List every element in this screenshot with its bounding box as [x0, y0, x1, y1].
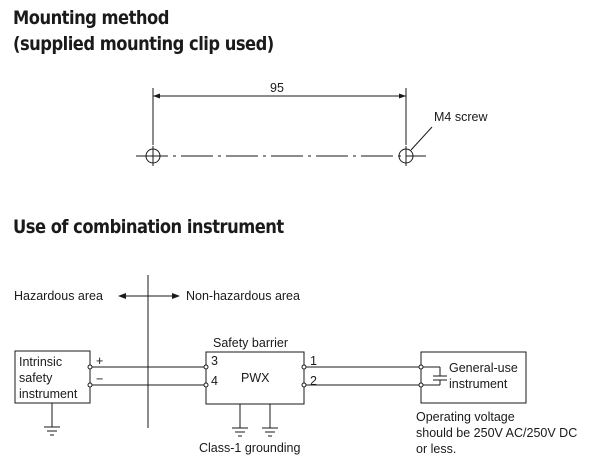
mounting-dimension-drawing: [136, 88, 433, 166]
terminal-3-label: 3: [211, 354, 218, 368]
general-terminal-2: [418, 382, 424, 388]
mounting-clip-subtitle: (supplied mounting clip used): [13, 33, 274, 55]
general-use-label-line1: General-use: [449, 361, 518, 375]
screw-label: M4 screw: [434, 110, 488, 124]
operating-voltage-line1: Operating voltage: [416, 410, 515, 424]
instrument-terminal-plus: [87, 364, 93, 370]
instrument-label-line2: safety: [19, 371, 53, 385]
safety-barrier-label: Safety barrier: [213, 336, 289, 350]
hazardous-area-label: Hazardous area: [14, 289, 103, 303]
hazardous-arrow: [118, 293, 126, 299]
instrument-label-line1: Intrinsic: [19, 355, 63, 369]
general-terminal-1: [418, 364, 424, 370]
instrument-terminal-minus: [87, 382, 93, 388]
general-use-label-line2: instrument: [449, 377, 508, 391]
instrument-label-line3: instrument: [19, 387, 78, 401]
operating-voltage-line3: or less.: [416, 442, 457, 456]
screw-leader-line: [410, 126, 433, 151]
combination-instrument-title: Use of combination instrument: [13, 216, 284, 238]
terminal-2-label: 2: [310, 374, 317, 388]
minus-polarity-label: −: [96, 372, 104, 386]
operating-voltage-line2: should be 250V AC/250V DC: [416, 426, 578, 440]
barrier-terminal-2: [301, 382, 307, 388]
nonhazardous-arrow: [172, 293, 180, 299]
terminal-1-label: 1: [310, 354, 317, 368]
barrier-terminal-4: [203, 382, 209, 388]
mounting-method-title: Mounting method: [13, 7, 169, 29]
barrier-name-label: PWX: [241, 371, 270, 385]
barrier-terminal-3: [203, 364, 209, 370]
plus-polarity-label: +: [96, 354, 104, 368]
general-use-instrument-box: [420, 351, 527, 404]
combination-circuit-drawing: [14, 275, 527, 437]
dimension-arrow-right: [399, 93, 406, 99]
terminal-4-label: 4: [211, 374, 218, 388]
dimension-arrow-left: [153, 93, 160, 99]
safety-barrier-box: [205, 351, 305, 405]
dimension-label: 95: [270, 81, 284, 95]
barrier-terminal-1: [301, 364, 307, 370]
nonhazardous-area-label: Non-hazardous area: [186, 289, 300, 303]
class1-grounding-label: Class-1 grounding: [199, 441, 301, 455]
